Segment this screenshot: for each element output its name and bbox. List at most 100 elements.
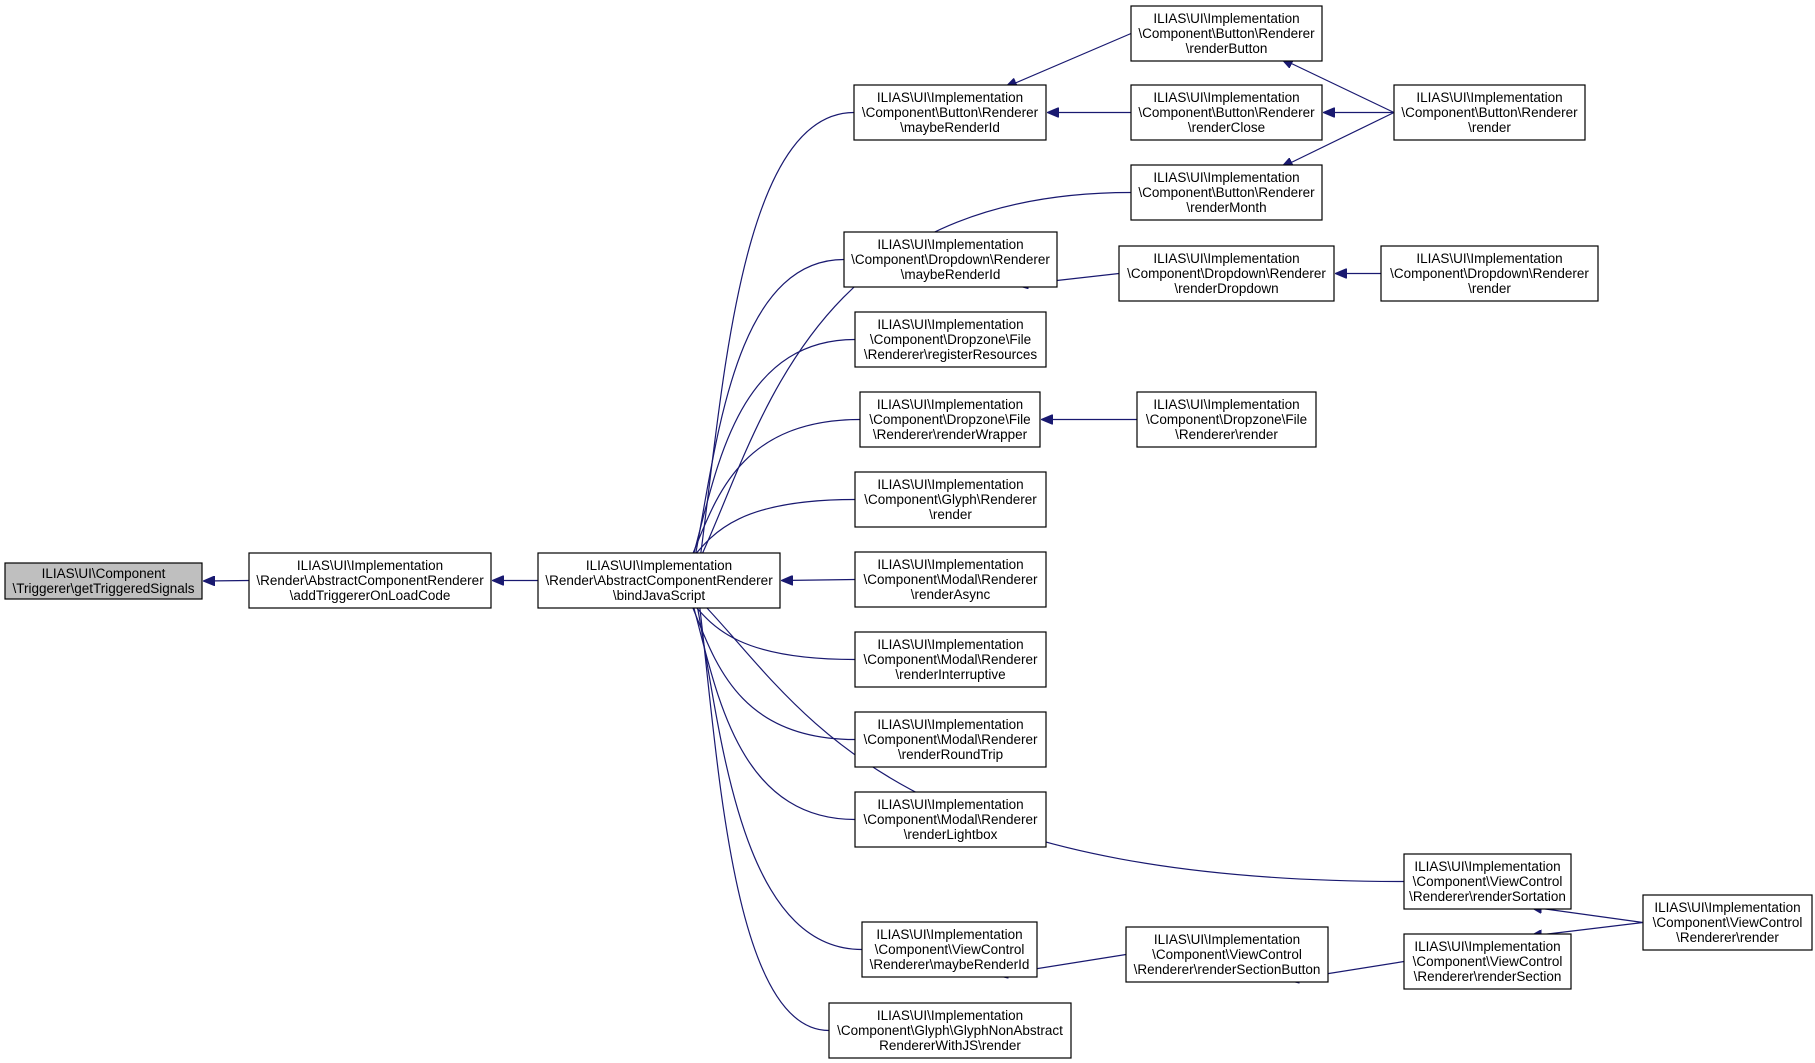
graph-node[interactable]: ILIAS\UI\Implementation\Component\Dropzo… <box>1136 391 1317 448</box>
node-label-line: ILIAS\UI\Implementation <box>1414 939 1560 954</box>
node-label-line: \Component\Button\Renderer <box>1401 105 1578 120</box>
node-box <box>861 921 1038 978</box>
node-label-line: \renderMonth <box>1186 200 1266 215</box>
call-edge <box>699 111 855 569</box>
node-label-line: \Renderer\renderWrapper <box>873 427 1028 442</box>
graph-node[interactable]: ILIAS\UI\Implementation\Component\Button… <box>1130 84 1323 141</box>
node-label-line: ILIAS\UI\Implementation <box>1154 932 1300 947</box>
graph-node-root[interactable]: ILIAS\UI\Component\Triggerer\getTriggere… <box>4 562 203 600</box>
node-label-line: ILIAS\UI\Implementation <box>1416 251 1562 266</box>
graph-node[interactable]: ILIAS\UI\Implementation\Component\Dropzo… <box>854 311 1047 368</box>
node-label-line: \Renderer\renderSortation <box>1409 889 1566 904</box>
node-label-line: \Component\ViewControl <box>1653 915 1803 930</box>
node-label-line: \Component\ViewControl <box>1413 874 1563 889</box>
node-label-line: \Render\AbstractComponentRenderer <box>545 573 773 588</box>
graph-node[interactable]: ILIAS\UI\Implementation\Component\ViewCo… <box>1125 926 1329 983</box>
node-label-line: \render <box>1468 281 1511 296</box>
node-label-line: \Component\Dropdown\Renderer <box>851 252 1050 267</box>
node-box <box>854 311 1047 368</box>
node-box <box>1130 84 1323 141</box>
node-label-line: ILIAS\UI\Implementation <box>877 317 1023 332</box>
node-label-line: ILIAS\UI\Implementation <box>877 1008 1023 1023</box>
graph-node[interactable]: ILIAS\UI\Implementation\Component\Modal\… <box>854 711 1047 768</box>
node-label-line: \Component\Modal\Renderer <box>863 732 1038 747</box>
node-box <box>1136 391 1317 448</box>
call-edge <box>695 593 863 951</box>
node-label-line: ILIAS\UI\Implementation <box>877 557 1023 572</box>
graph-node[interactable]: ILIAS\UI\Implementation\Component\ViewCo… <box>1403 933 1572 990</box>
call-edge <box>698 593 830 1032</box>
node-label-line: \renderAsync <box>911 587 991 602</box>
graph-node[interactable]: ILIAS\UI\Implementation\Component\Glyph\… <box>828 1002 1072 1059</box>
node-label-line: \Component\Glyph\Renderer <box>864 492 1037 507</box>
graph-node[interactable]: ILIAS\UI\Implementation\Component\Modal\… <box>854 791 1047 848</box>
node-label-line: \Component\ViewControl <box>1152 947 1302 962</box>
graph-node[interactable]: ILIAS\UI\Implementation\Component\ViewCo… <box>1642 894 1813 951</box>
node-box <box>859 391 1041 448</box>
node-label-line: \Component\Dropzone\File <box>869 412 1030 427</box>
node-label-line: \Render\AbstractComponentRenderer <box>256 573 484 588</box>
call-edge <box>1282 59 1395 114</box>
node-label-line: \Component\Button\Renderer <box>862 105 1039 120</box>
node-box <box>854 471 1047 528</box>
graph-node[interactable]: ILIAS\UI\Implementation\Render\AbstractC… <box>537 552 781 609</box>
graph-node[interactable]: ILIAS\UI\Implementation\Component\Dropdo… <box>1380 245 1599 302</box>
node-label-line: \Renderer\render <box>1676 930 1779 945</box>
node-label-line: \renderClose <box>1188 120 1265 135</box>
node-label-line: \Component\Dropdown\Renderer <box>1127 266 1326 281</box>
node-label-line: ILIAS\UI\Implementation <box>586 558 732 573</box>
call-edge <box>690 593 856 821</box>
node-label-line: \Component\Dropzone\File <box>1146 412 1307 427</box>
graph-node[interactable]: ILIAS\UI\Implementation\Component\Button… <box>1130 164 1323 221</box>
edge-layer <box>204 32 1644 1032</box>
node-label-line: \maybeRenderId <box>900 120 1000 135</box>
graph-node[interactable]: ILIAS\UI\Implementation\Component\ViewCo… <box>1403 853 1572 910</box>
node-box <box>854 711 1047 768</box>
node-box <box>854 551 1047 608</box>
node-label-line: ILIAS\UI\Implementation <box>1153 170 1299 185</box>
graph-node[interactable]: ILIAS\UI\Implementation\Component\Dropzo… <box>859 391 1041 448</box>
node-box <box>1130 164 1323 221</box>
node-label-line: \Component\Dropzone\File <box>870 332 1031 347</box>
node-label-line: ILIAS\UI\Implementation <box>877 717 1023 732</box>
node-box <box>854 631 1047 688</box>
node-box <box>1125 926 1329 983</box>
node-label-line: ILIAS\UI\Implementation <box>1414 859 1560 874</box>
node-label-line: \Component\Modal\Renderer <box>863 652 1038 667</box>
graph-node[interactable]: ILIAS\UI\Implementation\Component\Button… <box>1130 5 1323 62</box>
node-box <box>4 562 203 600</box>
graph-node[interactable]: ILIAS\UI\Implementation\Component\Glyph\… <box>854 471 1047 528</box>
node-box <box>1393 84 1586 141</box>
node-label-line: \renderLightbox <box>904 827 998 842</box>
node-box <box>1403 933 1572 990</box>
node-label-line: \renderRoundTrip <box>898 747 1003 762</box>
graph-node[interactable]: ILIAS\UI\Implementation\Render\AbstractC… <box>248 552 492 609</box>
graph-node[interactable]: ILIAS\UI\Implementation\Component\Button… <box>1393 84 1586 141</box>
node-label-line: ILIAS\UI\Implementation <box>877 397 1023 412</box>
node-label-line: ILIAS\UI\Implementation <box>1153 90 1299 105</box>
node-label-line: \Component\Button\Renderer <box>1138 185 1315 200</box>
node-label-line: ILIAS\UI\Component <box>42 566 166 581</box>
node-label-line: \Component\Modal\Renderer <box>863 812 1038 827</box>
graph-node[interactable]: ILIAS\UI\Implementation\Component\Modal\… <box>854 551 1047 608</box>
call-edge <box>686 418 861 569</box>
graph-node[interactable]: ILIAS\UI\Implementation\Component\ViewCo… <box>861 921 1038 978</box>
node-label-line: \addTriggererOnLoadCode <box>290 588 451 603</box>
graph-node[interactable]: ILIAS\UI\Implementation\Component\Modal\… <box>854 631 1047 688</box>
node-box <box>828 1002 1072 1059</box>
graph-node[interactable]: ILIAS\UI\Implementation\Component\Button… <box>853 84 1047 141</box>
node-label-line: RendererWithJS\render <box>879 1038 1021 1053</box>
node-label-line: ILIAS\UI\Implementation <box>876 927 1022 942</box>
node-label-line: \Component\Button\Renderer <box>1138 105 1315 120</box>
node-box <box>537 552 781 609</box>
node-box <box>248 552 492 609</box>
node-label-line: \renderButton <box>1186 41 1268 56</box>
node-label-line: \Component\ViewControl <box>1413 954 1563 969</box>
node-label-line: ILIAS\UI\Implementation <box>877 237 1023 252</box>
node-box <box>1403 853 1572 910</box>
node-box <box>1380 245 1599 302</box>
call-edge <box>1282 111 1395 168</box>
graph-node[interactable]: ILIAS\UI\Implementation\Component\Dropdo… <box>843 231 1058 288</box>
graph-node[interactable]: ILIAS\UI\Implementation\Component\Dropdo… <box>1118 245 1335 302</box>
node-label-line: ILIAS\UI\Implementation <box>877 477 1023 492</box>
